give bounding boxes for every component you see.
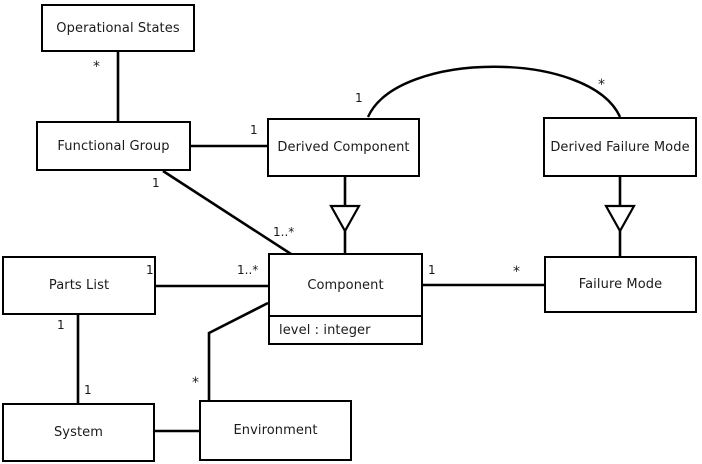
class-box-operational-states[interactable]: Operational States	[41, 4, 195, 52]
multiplicity-parts-list-system: 1	[57, 318, 65, 332]
multiplicity-component-functional-group: 1..*	[273, 225, 295, 239]
class-name-operational-states: Operational States	[56, 20, 180, 36]
multiplicity-component-parts-list: 1..*	[237, 263, 259, 277]
class-name-component: Component	[307, 277, 384, 293]
multiplicity-parts-list-component: 1	[146, 263, 154, 277]
generalization-triangle-component	[329, 204, 361, 234]
class-box-environment[interactable]: Environment	[199, 400, 352, 461]
multiplicity-component-failure-mode: 1	[428, 263, 436, 277]
multiplicity-derived-component-arc: 1	[355, 91, 363, 105]
class-name-parts-list: Parts List	[48, 278, 110, 293]
edge-environment-component	[207, 301, 269, 400]
generalization-triangle-failure-mode	[604, 204, 636, 234]
edge-functional-group-component	[162, 169, 292, 256]
multiplicity-derived-component-functional-group: 1	[250, 123, 258, 137]
class-name-derived-component: Derived Component	[277, 140, 410, 155]
multiplicity-environment-component: *	[192, 375, 199, 391]
class-name-functional-group: Functional Group	[57, 138, 170, 154]
class-box-derived-component[interactable]: Derived Component	[267, 118, 420, 177]
class-box-parts-list[interactable]: Parts List	[2, 256, 156, 315]
class-box-component[interactable]: Component level : integer	[268, 253, 423, 345]
multiplicity-failure-mode-component: *	[513, 264, 520, 280]
multiplicity-derived-failure-mode-arc: *	[598, 77, 605, 93]
class-attribute-component-level: level : integer	[270, 315, 421, 343]
class-name-system: System	[53, 425, 104, 440]
multiplicity-operational-states-functional-group: *	[93, 59, 100, 75]
multiplicity-functional-group-component: 1	[152, 176, 160, 190]
class-box-failure-mode[interactable]: Failure Mode	[544, 256, 697, 313]
class-box-derived-failure-mode[interactable]: Derived Failure Mode	[543, 117, 697, 177]
class-name-environment: Environment	[233, 423, 318, 438]
edge-derived-component-derived-failure-mode	[366, 65, 622, 118]
multiplicity-system-parts-list: 1	[84, 383, 92, 397]
class-box-system[interactable]: System	[2, 403, 155, 462]
class-name-failure-mode: Failure Mode	[578, 277, 663, 292]
class-name-derived-failure-mode: Derived Failure Mode	[550, 139, 690, 155]
class-box-functional-group[interactable]: Functional Group	[36, 121, 191, 171]
